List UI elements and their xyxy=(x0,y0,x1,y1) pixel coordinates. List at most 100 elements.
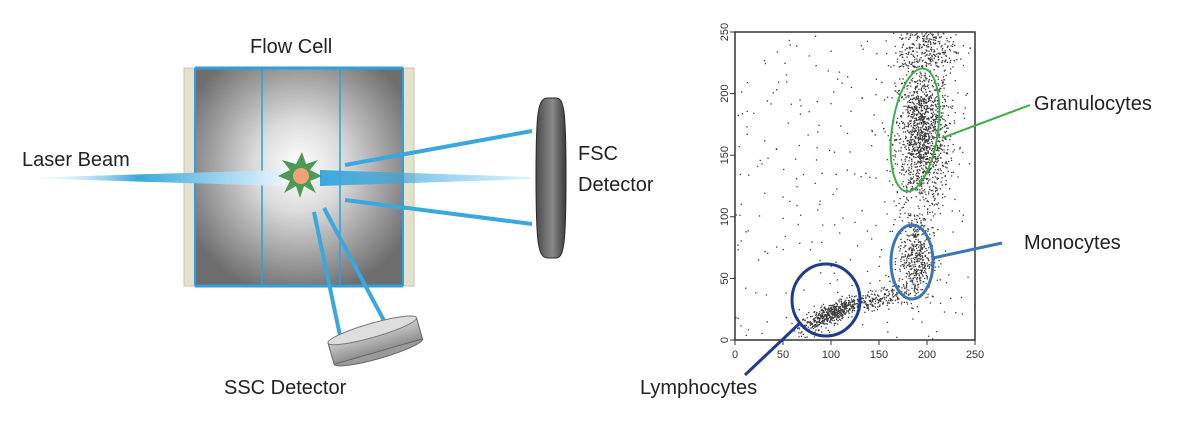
event-dot xyxy=(832,317,834,319)
event-dot xyxy=(914,276,916,279)
event-dot xyxy=(916,231,918,233)
event-dot xyxy=(919,169,921,172)
event-dot xyxy=(840,314,842,316)
event-dot xyxy=(922,275,924,277)
event-dot xyxy=(851,284,853,287)
event-dot xyxy=(888,302,891,304)
event-dot xyxy=(902,44,904,46)
event-dot xyxy=(921,110,924,112)
event-dot xyxy=(830,307,832,309)
event-dot xyxy=(929,211,931,214)
event-dot xyxy=(911,280,913,283)
event-dot xyxy=(910,248,912,250)
event-dot xyxy=(924,264,926,266)
event-dot xyxy=(961,220,963,222)
event-dot xyxy=(929,41,932,43)
event-dot xyxy=(735,214,737,216)
event-dot xyxy=(827,70,829,72)
event-dot xyxy=(911,254,913,256)
event-dot xyxy=(918,151,920,153)
event-dot xyxy=(935,331,938,333)
event-dot xyxy=(817,313,820,315)
event-dot xyxy=(829,304,832,307)
event-dot xyxy=(928,266,931,268)
event-dot xyxy=(896,122,898,124)
event-dot xyxy=(911,108,913,110)
event-dot xyxy=(918,278,921,280)
forward-scatter-upper-ray xyxy=(344,129,533,167)
event-dot xyxy=(925,166,927,168)
event-dot xyxy=(873,293,876,295)
event-dot xyxy=(919,71,921,73)
event-dot xyxy=(813,318,815,320)
event-dot xyxy=(939,43,941,45)
event-dot xyxy=(918,155,920,157)
event-dot xyxy=(952,143,954,146)
event-dot xyxy=(914,147,916,149)
event-dot xyxy=(949,135,952,137)
event-dot xyxy=(907,33,909,35)
event-dot xyxy=(854,307,856,309)
event-dot xyxy=(918,172,920,175)
event-dot xyxy=(789,44,791,46)
event-dot xyxy=(885,289,887,291)
event-dot xyxy=(836,312,838,314)
event-dot xyxy=(949,72,951,74)
event-dot xyxy=(918,88,920,90)
event-dot xyxy=(810,316,812,318)
event-dot xyxy=(918,79,921,81)
event-dot xyxy=(914,143,916,145)
event-dot xyxy=(904,212,906,214)
event-dot xyxy=(911,116,913,118)
event-dot xyxy=(832,312,834,314)
event-dot xyxy=(908,169,910,172)
event-dot xyxy=(941,118,944,120)
event-dot xyxy=(884,131,886,133)
event-dot xyxy=(818,124,820,126)
event-dot xyxy=(921,51,923,53)
event-dot xyxy=(772,92,774,94)
event-dot xyxy=(927,201,930,203)
event-dot xyxy=(914,163,916,166)
event-dot xyxy=(911,154,914,156)
event-dot xyxy=(819,203,821,206)
event-dot xyxy=(941,184,943,186)
event-dot xyxy=(948,122,951,124)
event-dot xyxy=(811,323,813,325)
cell-particle xyxy=(293,168,309,184)
event-dot xyxy=(919,145,921,148)
event-dot xyxy=(810,322,812,324)
event-dot xyxy=(914,150,916,152)
event-dot xyxy=(776,51,778,53)
event-dot xyxy=(853,300,855,303)
event-dot xyxy=(917,66,919,68)
event-dot xyxy=(883,296,885,298)
event-dot xyxy=(930,112,933,115)
event-dot xyxy=(934,122,936,124)
event-dot xyxy=(887,65,890,67)
event-dot xyxy=(903,262,906,264)
event-dot xyxy=(885,40,887,42)
event-dot xyxy=(821,312,823,314)
event-dot xyxy=(836,188,838,190)
event-dot xyxy=(901,257,903,259)
event-dot xyxy=(906,256,909,258)
event-dot xyxy=(911,185,913,188)
event-dot xyxy=(946,153,949,155)
event-dot xyxy=(799,113,802,115)
event-dot xyxy=(911,166,913,168)
event-dot xyxy=(950,106,952,108)
x-tick-label: 0 xyxy=(732,349,738,361)
event-dot xyxy=(956,59,958,61)
event-dot xyxy=(854,296,856,298)
event-dot xyxy=(878,295,880,297)
event-dot xyxy=(923,135,926,137)
event-dot xyxy=(906,284,908,287)
event-dot xyxy=(915,109,918,111)
event-dot xyxy=(919,129,921,131)
event-dot xyxy=(919,98,921,100)
event-dot xyxy=(809,321,811,323)
event-dot xyxy=(938,266,940,268)
event-dot xyxy=(936,149,938,152)
event-dot xyxy=(904,245,906,247)
